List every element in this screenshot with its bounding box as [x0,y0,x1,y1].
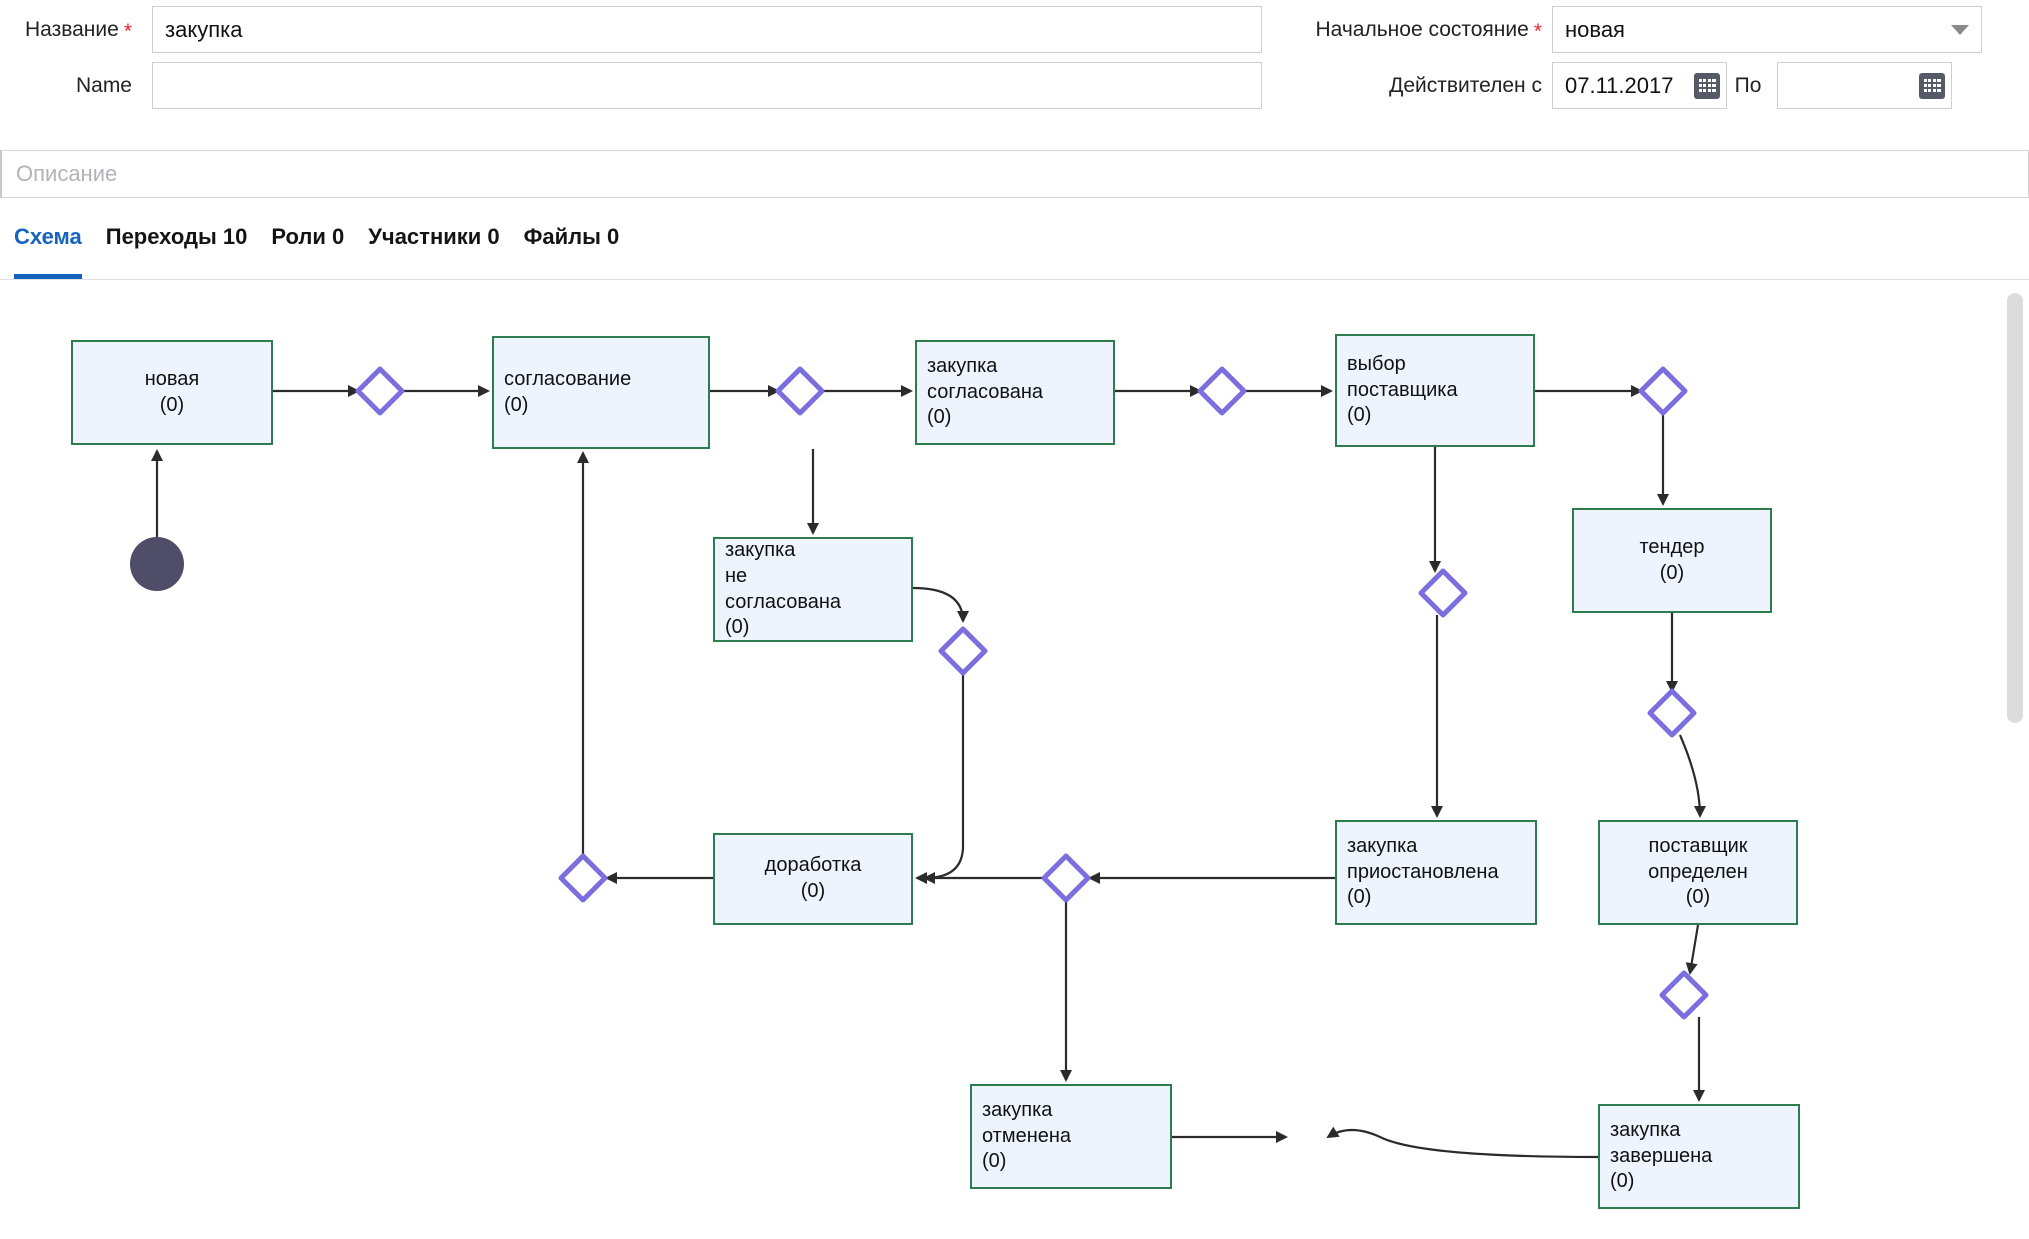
diagram-canvas[interactable]: новая (0) согласование (0) закупка согласо… [0,281,2029,1239]
state-node-label: закупка отменена (0) [982,1099,1072,1173]
gateway-gw7[interactable] [938,626,988,676]
gateway-gw2[interactable] [775,366,825,416]
tab-label: Роли 0 [271,224,345,249]
valid-to-label: По [1727,74,1777,98]
gateway-gw4[interactable] [1638,366,1688,416]
gateway-gw6[interactable] [1647,688,1697,738]
description-input[interactable]: Описание [0,150,2029,198]
gateway-gw1[interactable] [355,366,405,416]
state-node-zak_otmenena[interactable]: закупка отменена (0) [970,1084,1172,1189]
state-node-label: закупка приостановлена (0) [1347,835,1499,909]
vertical-scrollbar[interactable] [2007,293,2023,723]
tab-3[interactable]: Участники 0 [360,222,515,279]
valid-to-label-text: По [1734,73,1762,97]
initial-state-label: Начальное состояние* [1262,18,1552,42]
gateway-gw9[interactable] [1041,853,1091,903]
state-node-label: выбор поставщика (0) [1347,353,1458,427]
tab-bar: Схема Переходы 10 Роли 0 Участники 0 Файлы 0 [0,222,2029,280]
name-input[interactable]: закупка [152,6,1262,53]
form-row-secondary: Name Действителен с 07.11.2017 По [0,62,2029,109]
tab-list: Схема Переходы 10 Роли 0 Участники 0 Файлы 0 [0,222,2029,279]
name-en-input[interactable] [152,62,1262,109]
tab-label: Участники 0 [368,224,500,249]
state-node-zak_priost[interactable]: закупка приостановлена (0) [1335,820,1537,925]
tab-0[interactable]: Схема [14,222,98,279]
state-node-vybor_post[interactable]: выбор поставщика (0) [1335,334,1535,447]
state-node-zak_soglas[interactable]: закупка согласована (0) [915,340,1115,445]
name-en-label-text: Name [75,73,132,97]
state-node-tender[interactable]: тендер (0) [1572,508,1772,613]
initial-state-required-marker: * [1533,19,1542,43]
name-en-label: Name [0,74,140,98]
state-node-label: поставщик определен (0) [1648,835,1748,909]
state-node-label: доработка (0) [764,854,862,902]
gateway-gw8[interactable] [1659,970,1709,1020]
start-event-node[interactable] [130,537,184,591]
state-node-label: закупка не согласована (0) [725,539,842,639]
valid-from-label-text: Действителен с [1389,73,1542,97]
valid-from-input[interactable]: 07.11.2017 [1552,62,1727,109]
state-node-zak_zaversh[interactable]: закупка завершена (0) [1598,1104,1800,1209]
state-node-soglasovanie[interactable]: согласование (0) [492,336,710,449]
form-row-description: Описание [0,150,2029,198]
tab-label: Файлы 0 [523,224,620,249]
tab-label: Переходы 10 [105,224,248,249]
name-input-value: закупка [165,16,243,42]
chevron-down-icon[interactable] [1951,24,1969,35]
state-node-label: закупка согласована (0) [927,355,1044,429]
gateway-gw3[interactable] [1197,366,1247,416]
state-node-post_opred[interactable]: поставщик определен (0) [1598,820,1798,925]
state-node-label: закупка завершена (0) [1610,1119,1713,1193]
state-node-novaya[interactable]: новая (0) [71,340,273,445]
gateway-gw5[interactable] [1418,568,1468,618]
initial-state-select[interactable]: новая [1552,6,1982,53]
valid-to-input[interactable] [1777,62,1952,109]
name-label-text: Название [24,17,119,41]
calendar-icon[interactable] [1694,72,1720,99]
state-node-dorabotka[interactable]: доработка (0) [713,833,913,925]
tab-label: Схема [14,224,82,249]
name-required-marker: * [123,19,132,43]
valid-from-value: 07.11.2017 [1565,72,1674,98]
state-node-label: тендер (0) [1639,535,1705,584]
state-node-zak_ne_soglas[interactable]: закупка не согласована (0) [713,537,913,642]
tab-4[interactable]: Файлы 0 [516,222,636,279]
tab-2[interactable]: Роли 0 [263,222,360,279]
state-node-label: новая (0) [144,367,200,416]
initial-state-label-text: Начальное состояние [1315,17,1529,41]
name-label: Название* [0,18,140,42]
form-row-primary: Название* закупка Начальное состояние* н… [0,6,2029,53]
initial-state-value: новая [1565,16,1625,42]
valid-from-label: Действителен с [1262,74,1552,98]
calendar-icon[interactable] [1919,72,1945,99]
description-placeholder: Описание [16,161,118,186]
gateway-gw10[interactable] [558,853,608,903]
tab-1[interactable]: Переходы 10 [98,222,264,279]
state-node-label: согласование (0) [504,367,632,416]
